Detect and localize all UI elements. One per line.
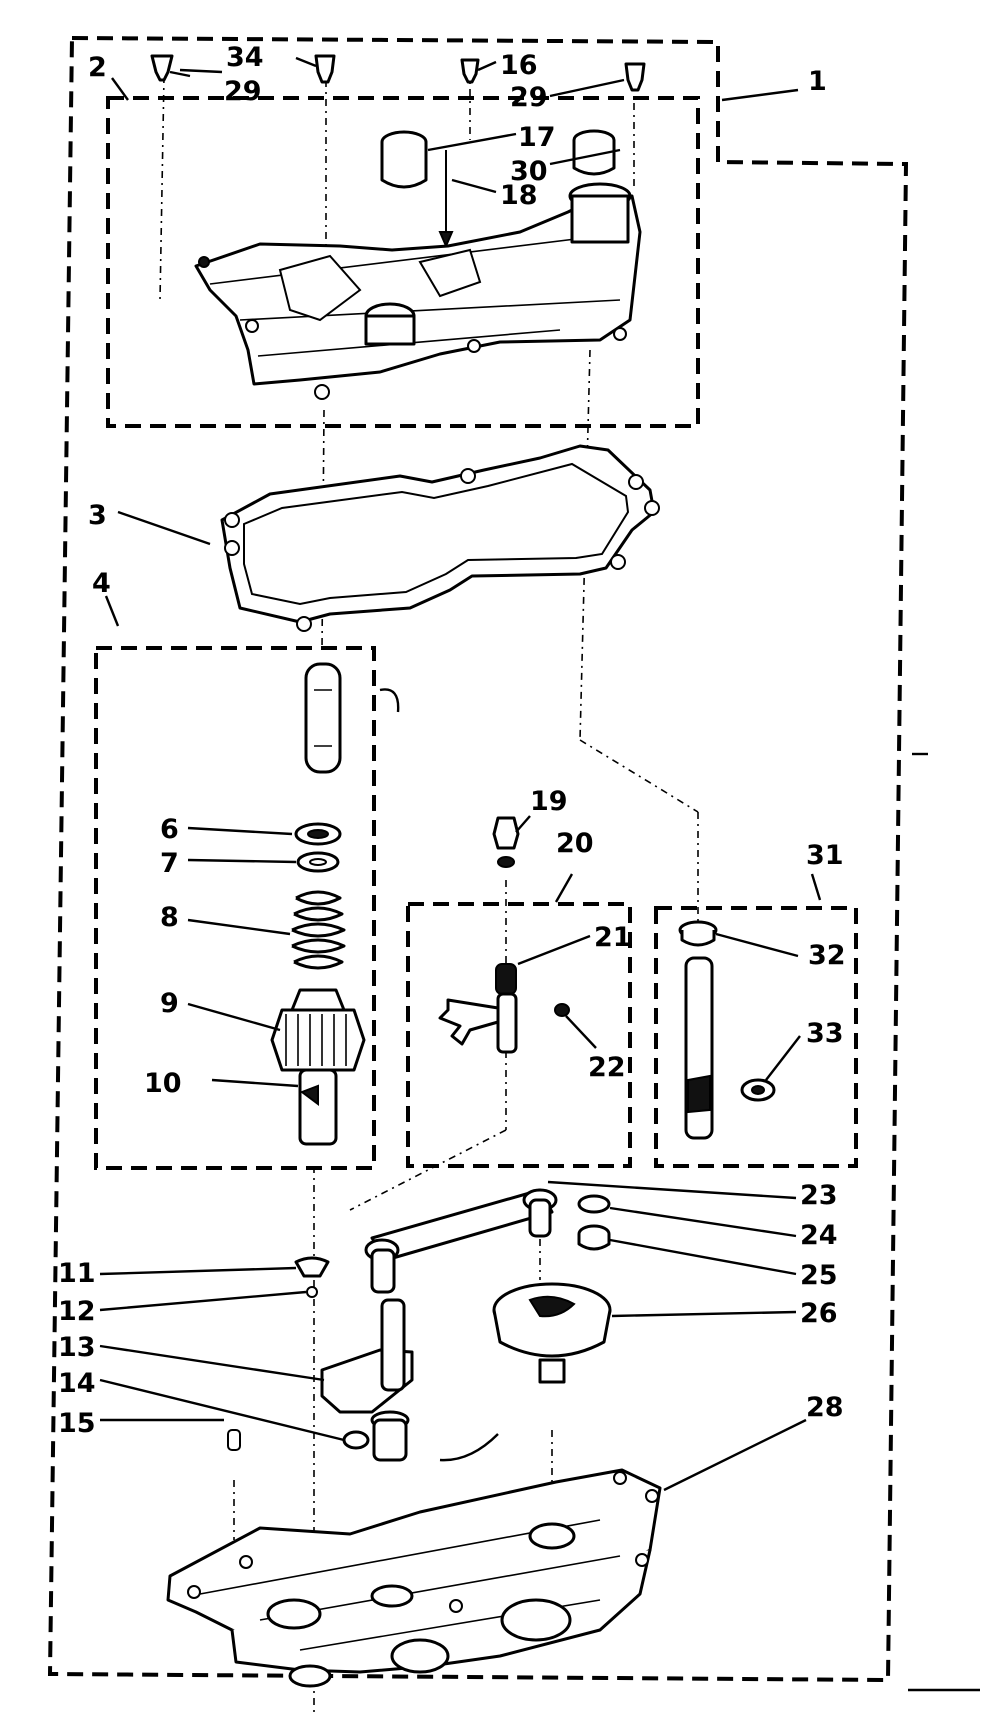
screw-16 [460,58,480,84]
callout-25: 25 [800,1260,838,1291]
assembly-1-frame [47,35,909,1683]
ball-12 [306,1286,318,1298]
callout-11: 11 [58,1258,96,1289]
callout-29-right: 29 [510,82,548,113]
callout-24: 24 [800,1220,838,1251]
crank-13 [320,1298,414,1462]
screw-29-right [624,62,646,92]
link-arm-23 [364,1188,558,1294]
callout-34: 34 [226,42,264,73]
assembly-31-frame [654,906,858,1168]
pin-18 [438,150,454,249]
cap-32 [678,920,718,947]
callout-31: 31 [806,840,844,871]
callout-16: 16 [500,50,538,81]
shaft-top-4 [304,662,342,774]
spring-22 [554,1003,570,1017]
callout-14: 14 [58,1368,96,1399]
detail-curve [439,1433,499,1462]
gearcase-base-28 [166,1468,662,1688]
callout-15: 15 [58,1408,96,1439]
washer-7 [296,851,340,873]
bearing-14 [342,1430,370,1450]
drive-pulley-26 [492,1282,612,1384]
callout-26: 26 [800,1298,838,1329]
callout-13: 13 [58,1332,96,1363]
callout-33: 33 [806,1018,844,1049]
gear-9 [270,988,366,1072]
callout-23: 23 [800,1180,838,1211]
plug-15 [227,1429,241,1451]
callout-17: 17 [518,122,556,153]
assembly-4-frame [94,646,376,1170]
callout-18: 18 [500,180,538,211]
callout-32: 32 [808,940,846,971]
leader-lines [99,56,822,1492]
spring-8 [291,890,346,970]
callout-1: 1 [808,66,827,97]
ring-33 [740,1078,776,1102]
plug-30 [572,129,616,176]
callout-28: 28 [806,1392,844,1423]
callout-20: 20 [556,828,594,859]
bushing-25 [577,1224,611,1251]
screw-29-left [150,54,174,82]
assembly-20-frame [406,902,632,1168]
callout-3: 3 [88,500,107,531]
callout-4: 4 [92,568,111,599]
cap-6 [294,822,342,846]
assembly-2-frame [106,96,700,428]
callout-21: 21 [594,922,632,953]
shift-fork-21 [438,963,518,1054]
callout-9: 9 [160,988,179,1019]
callout-6: 6 [160,814,179,845]
pinion-10 [298,1068,338,1146]
callout-10: 10 [144,1068,182,1099]
seal-11 [294,1256,330,1278]
callout-2: 2 [88,52,107,83]
washer-24 [577,1194,611,1214]
callout-8: 8 [160,902,179,933]
gearcase-cover-2 [194,182,642,400]
screw-34 [314,54,336,84]
retaining-clip [379,688,400,713]
callout-29-left: 29 [224,76,262,107]
callout-19: 19 [530,786,568,817]
callout-30: 30 [510,156,548,187]
callout-12: 12 [58,1296,96,1327]
gasket-3 [220,444,660,632]
shaft-31 [684,956,714,1140]
callout-22: 22 [588,1052,626,1083]
callout-7: 7 [160,848,179,879]
nut-19 [492,816,520,868]
plug-17 [380,130,428,189]
